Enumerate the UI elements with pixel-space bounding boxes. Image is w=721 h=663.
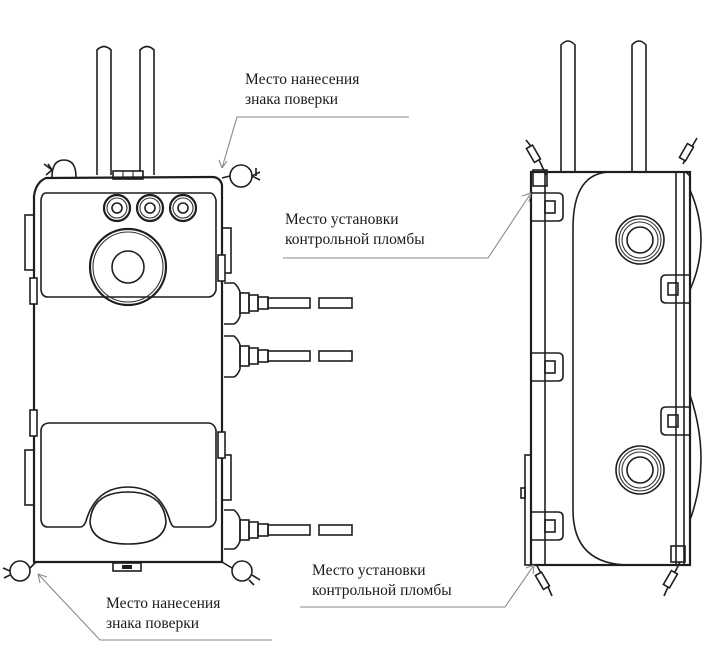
label-line: Место нанесения (106, 595, 221, 612)
indicator-1 (102, 193, 132, 223)
cable-gland-2 (224, 335, 353, 378)
leader-seal-bottom (300, 564, 535, 608)
verification-seal-top-left (43, 159, 77, 178)
front-right-tab-1 (221, 227, 232, 274)
label-seal-location-top: Место установки контрольной пломбы (285, 210, 425, 250)
label-line: знака поверки (245, 91, 339, 108)
leader-verification-bottom (37, 573, 272, 641)
front-left-tab-1 (24, 214, 35, 271)
front-bottom-cover (40, 422, 217, 528)
label-verification-mark-bottom: Место нанесения знака поверки (106, 594, 220, 634)
indicator-3 (168, 193, 198, 223)
front-antenna-left (96, 45, 112, 175)
front-oval-window (89, 491, 167, 545)
verification-seal-bottom-right (221, 560, 261, 586)
side-window-top (615, 215, 665, 265)
side-clip-left-3 (532, 511, 564, 541)
verification-seal-top-right (221, 164, 261, 188)
leader-verification-top (221, 116, 409, 169)
label-line: знака поверки (106, 615, 200, 632)
label-line: Место нанесения (245, 71, 360, 88)
control-seal-bottom-left (534, 565, 553, 597)
front-left-tab-2 (24, 449, 35, 506)
front-top-cover (40, 192, 217, 298)
cable-gland-3 (224, 509, 353, 550)
leader-seal-top (283, 192, 532, 259)
side-cover (572, 171, 631, 566)
label-seal-location-bottom: Место установки контрольной пломбы (312, 561, 452, 601)
label-line: Место установки (312, 562, 426, 579)
side-clip-left-1 (532, 192, 564, 222)
control-seal-top-right (678, 137, 698, 165)
label-line: контрольной пломбы (312, 582, 452, 599)
front-top-hinge (112, 170, 144, 180)
front-round-window (88, 227, 168, 307)
side-clip-right-1 (660, 274, 691, 304)
label-line: Место установки (285, 211, 399, 228)
front-view (2, 45, 353, 586)
indicator-buttons (102, 193, 198, 223)
side-antenna-right (631, 40, 647, 172)
control-seal-bottom-right (662, 545, 686, 597)
cable-gland-1 (224, 282, 353, 325)
front-enclosure (32, 175, 224, 564)
verification-seal-bottom-left (2, 560, 37, 582)
label-line: контрольной пломбы (285, 231, 425, 248)
label-verification-mark-top: Место нанесения знака поверки (245, 70, 359, 110)
side-view (520, 40, 702, 597)
side-antenna-left (560, 40, 576, 172)
side-clip-left-2 (532, 352, 564, 382)
front-right-tab-2 (221, 454, 232, 501)
front-antenna-right (139, 45, 155, 175)
side-clip-right-2 (660, 406, 691, 436)
side-cover-bulge (689, 189, 702, 521)
indicator-2 (135, 193, 165, 223)
control-seal-top-left (525, 139, 548, 187)
leader-lines (37, 116, 535, 641)
side-window-bottom (615, 445, 665, 495)
